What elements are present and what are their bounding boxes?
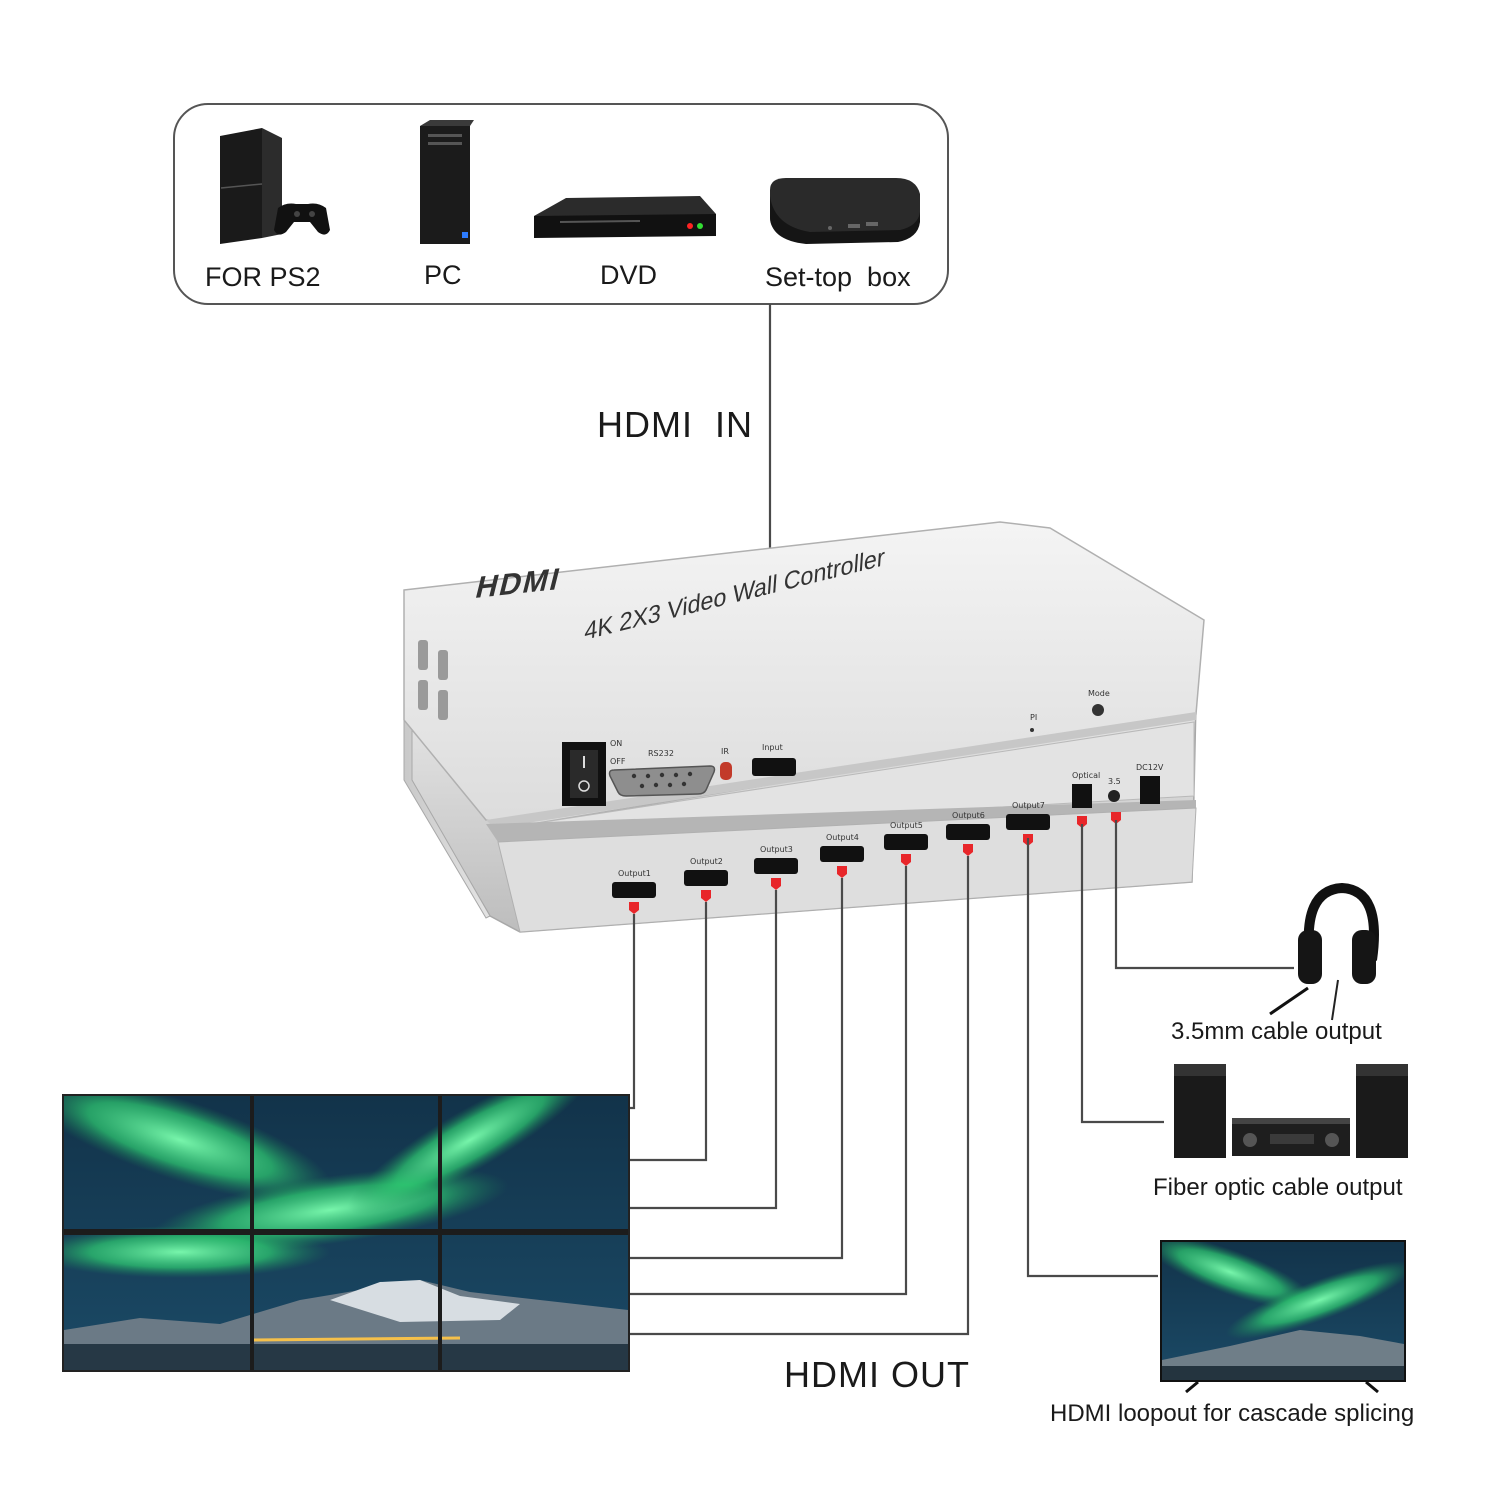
fiber-output-label: Fiber optic cable output — [1153, 1174, 1403, 1201]
audio-jack[interactable] — [1108, 790, 1120, 802]
hdmi-input-port[interactable] — [752, 758, 796, 776]
tv-icon — [1160, 1240, 1406, 1394]
loopout-cable — [1026, 838, 1158, 1278]
ir-receiver — [720, 762, 732, 780]
optical-port[interactable] — [1072, 784, 1092, 808]
source-label-dvd: DVD — [600, 260, 658, 290]
dc-power-port[interactable] — [1140, 776, 1160, 804]
optical-label: Optical — [1072, 771, 1100, 780]
pc-tower-icon — [420, 120, 474, 244]
source-label-ps2: FOR PS2 — [205, 262, 321, 292]
output-port-label: Output3 — [760, 845, 793, 854]
hdmi-out-cables — [630, 856, 970, 1336]
output-ports: Output1 Output2 Output3 Output4 Output5 Outpu… — [612, 801, 1121, 914]
hdmi-output-port-2[interactable] — [684, 870, 728, 886]
power-on-label: ON — [610, 739, 622, 748]
hdmi-out-label: HDMI OUT — [784, 1354, 970, 1395]
output-connector — [901, 854, 911, 866]
output-port-label: Output2 — [690, 857, 723, 866]
video-wall-controller-device — [403, 521, 1205, 933]
output-port-label: Output5 — [890, 821, 923, 830]
output-port-label: Output4 — [826, 833, 859, 842]
hdmi-in-label: HDMI IN — [597, 404, 753, 445]
output-connector — [629, 902, 639, 914]
loopout-label: HDMI loopout for cascade splicing — [1050, 1400, 1415, 1427]
hdmi-out-cable-4 — [630, 878, 844, 1260]
rs232-label: RS232 — [648, 749, 674, 758]
output-port-label: Output7 — [1012, 801, 1045, 810]
game-console-icon — [220, 128, 330, 244]
hdmi-output-port-1[interactable] — [612, 882, 656, 898]
fiber-optic-cable — [1080, 824, 1164, 1124]
power-switch[interactable] — [562, 742, 606, 806]
source-label-set-top-box: Set-top box — [765, 262, 911, 292]
output-connector — [701, 890, 711, 902]
hdmi-output-port-3[interactable] — [754, 858, 798, 874]
headphone-icon — [1269, 882, 1379, 1021]
rs232-port[interactable] — [608, 765, 716, 797]
set-top-box-icon — [770, 178, 920, 244]
headphone-cable — [1114, 820, 1294, 970]
hdmi-out-cable-5 — [630, 866, 908, 1296]
mode-button[interactable] — [1092, 704, 1104, 716]
hdmi-out-cable-3 — [630, 890, 778, 1210]
speaker-system-icon — [1174, 1064, 1408, 1158]
hdmi-out-cable-1 — [630, 914, 636, 1110]
hdmi-out-cable-2 — [630, 902, 708, 1162]
source-label-pc: PC — [424, 260, 462, 290]
output-port-label: Output1 — [618, 869, 651, 878]
pi-indicator — [1030, 728, 1034, 732]
hdmi-output-port-7[interactable] — [1006, 814, 1050, 830]
input-label: Input — [762, 743, 783, 752]
ir-label: IR — [721, 747, 729, 756]
video-wall — [62, 1094, 630, 1372]
audio-label: 3.5 — [1108, 777, 1121, 786]
output-port-label: Output6 — [952, 811, 985, 820]
output-connector — [837, 866, 847, 878]
output-connector — [963, 844, 973, 856]
hdmi-out-cable-6 — [630, 856, 970, 1336]
dvd-player-icon — [534, 196, 716, 238]
headphone-output-label: 3.5mm cable output — [1171, 1018, 1382, 1045]
hdmi-output-port-4[interactable] — [820, 846, 864, 862]
audio-connector — [1111, 812, 1121, 824]
hdmi-output-port-6[interactable] — [946, 824, 990, 840]
mode-label: Mode — [1088, 689, 1110, 698]
optical-connector — [1077, 816, 1087, 828]
power-off-label: OFF — [610, 757, 626, 766]
hdmi-output-port-5[interactable] — [884, 834, 928, 850]
pi-label: PI — [1030, 713, 1037, 722]
output-connector — [771, 878, 781, 890]
dc-label: DC12V — [1136, 763, 1164, 772]
